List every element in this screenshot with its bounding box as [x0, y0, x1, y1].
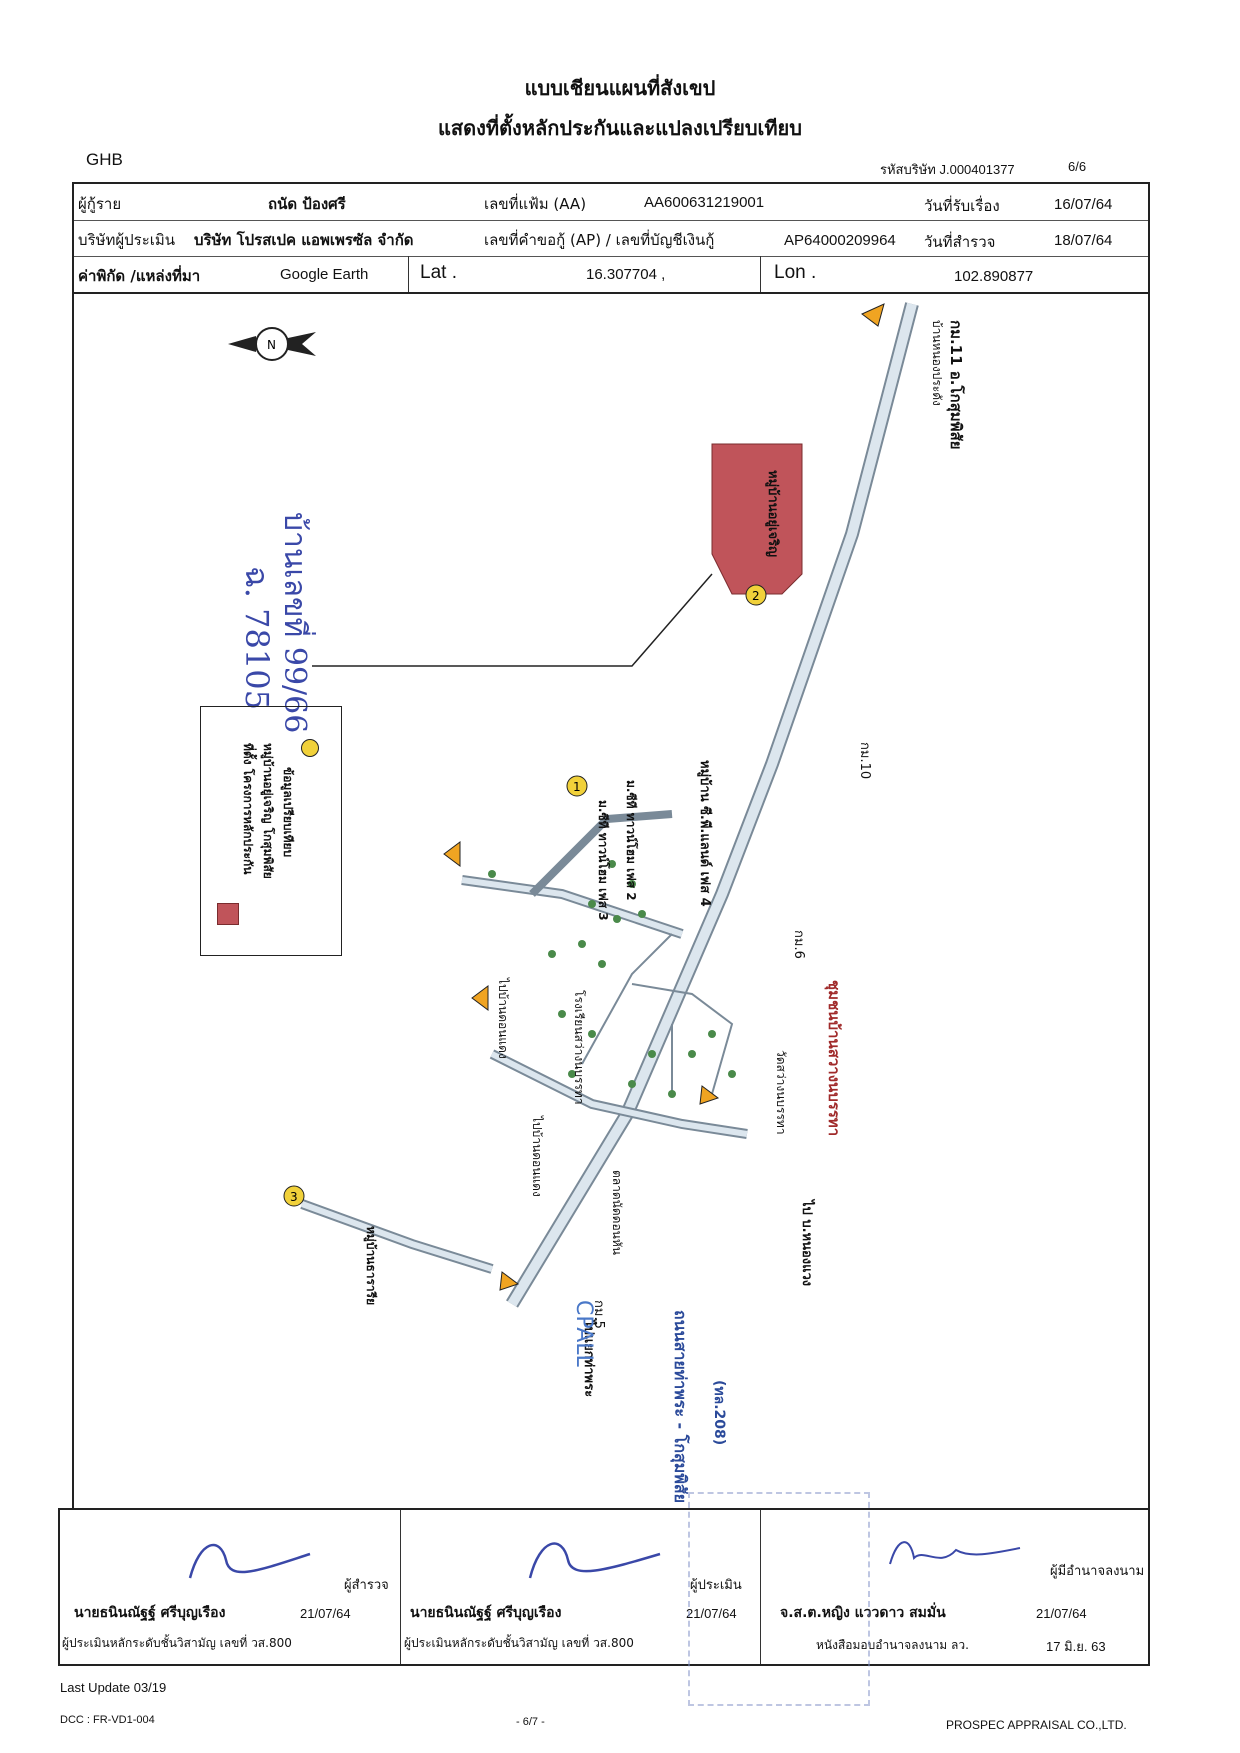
authorized-role: ผู้มีอำนาจลงนาม	[1050, 1563, 1145, 1578]
cpall-logo: CPALL	[571, 1300, 596, 1367]
svg-text:1: 1	[573, 780, 581, 794]
label-nongbua-school: บ้านหนองประดัง	[930, 320, 944, 406]
map-drawing: 2 1 3 N	[228, 302, 919, 1308]
appraiser-date: 21/07/64	[686, 1606, 737, 1621]
legend-collateral-name: หมู่บ้านอยู่เจริญ โกสุมพิสัย	[261, 743, 275, 879]
arrow-kosumphisai	[861, 303, 885, 327]
arrow-donkaeng2	[471, 985, 489, 1011]
lon-label: Lon .	[774, 262, 817, 283]
signature-surveyor	[188, 1543, 311, 1579]
pointer-line	[312, 573, 713, 667]
last-update: Last Update 03/19	[60, 1680, 167, 1695]
doc-title: แบบเชียนแผนที่สังเขป	[524, 76, 716, 100]
label-km11: กม.11 อ.โกสุมพิสัย	[947, 320, 965, 450]
arrow-nongwaeng	[699, 1085, 720, 1105]
company-footer: PROSPEC APPRAISAL CO.,LTD.	[946, 1718, 1127, 1732]
file-no-label: เลขที่แฟ้ม (AA)	[484, 195, 587, 213]
surveyor-date: 21/07/64	[300, 1606, 351, 1621]
survey-date: 18/07/64	[1054, 232, 1113, 249]
received-date: 16/07/64	[1054, 196, 1113, 213]
borrower-label: ผู้กู้ราย	[78, 195, 122, 213]
label-school: โรงเรียนสว่างนบรรทา	[572, 990, 586, 1105]
arrow-donkaeng1	[443, 841, 461, 867]
label-to-nongwaeng: ไป บ.หนองแวง	[799, 1200, 814, 1287]
appraiser-name: บริษัท โปรสเปค แอพเพรซัล จำกัด	[194, 231, 414, 249]
label-km6: กม.6	[791, 930, 806, 959]
label-district: ชุมชนบ้านสวางนบรรทา	[825, 980, 843, 1137]
authorized-date: 21/07/64	[1036, 1606, 1087, 1621]
legend-swatch-collateral	[217, 903, 239, 925]
svg-text:3: 3	[290, 1190, 298, 1204]
compass: N	[228, 327, 316, 361]
doc-code: DCC : FR-VD1-004	[60, 1714, 155, 1726]
label-road-name: ถนนสายท่าพระ - โกสุมพิสัย	[671, 1310, 690, 1504]
marker-1: 1	[566, 775, 588, 797]
info-table: ผู้กู้ราย ถนัด ป้องศรี เลขที่แฟ้ม (AA) A…	[72, 182, 1150, 294]
loan-no: AP64000209964	[784, 232, 896, 249]
legend-compare: ข้อมูลเปรียบเทียบ	[281, 767, 295, 858]
label-road-code: (ทล.208)	[711, 1380, 727, 1446]
handwritten-house: บ้านเลขที่ 99/66	[277, 512, 312, 734]
legend-swatch-compare	[301, 739, 319, 757]
page-number: - 6/7 -	[516, 1716, 545, 1728]
authorized-note: หนังสือมอบอำนาจลงนาม ลว.	[816, 1638, 969, 1652]
lat-value: 16.307704 ,	[586, 266, 666, 283]
authorized-note-date: 17 มิ.ย. 63	[1046, 1639, 1106, 1654]
signature-authorized	[889, 1541, 1021, 1565]
surveyor-role: ผู้สำรวจ	[344, 1577, 389, 1592]
company-code: รหัสบริษัท J.000401377	[880, 162, 1015, 177]
loan-no-label: เลขที่คำขอกู้ (AP) / เลขที่บัญชีเงินกู้	[484, 231, 715, 249]
legend-collateral: ที่ตั้ง โครงการหลักประกัน	[241, 743, 255, 875]
svg-text:N: N	[267, 338, 276, 352]
label-to-donkaeng1: ไปบ้านดอนแดง	[496, 978, 510, 1059]
signature-table: ผู้สำรวจ นายธนินณัฐฐ์ ศรีบุญเรือง 21/07/…	[58, 1508, 1150, 1666]
org-code: GHB	[86, 150, 123, 169]
appraiser-role: ผู้ประเมิน	[690, 1577, 742, 1592]
appraiser-name-sign: นายธนินณัฐฐ์ ศรีบุญเรือง	[410, 1605, 562, 1621]
appraiser-license: ผู้ประเมินหลักระดับชั้นวิสามัญ เลขที่ วส…	[404, 1636, 634, 1650]
label-ct-phase2: ม.ซีที ทาวน์โฮม เฟส 2	[624, 780, 638, 901]
arrow-thaphra	[499, 1271, 520, 1291]
page-of: 6/6	[1068, 159, 1087, 174]
marker-3: 3	[283, 1185, 305, 1207]
label-ct-phase3: ม.ซีที ทาวน์โฮม เฟส 3	[596, 800, 610, 921]
coord-label: ค่าพิกัด /แหล่งที่มา	[78, 267, 201, 285]
authorized-name: จ.ส.ต.หญิง แววดาว สมมั่น	[780, 1605, 946, 1621]
label-km10: กม.10	[857, 742, 872, 780]
received-label: วันที่รับเรื่อง	[924, 197, 1000, 215]
appraiser-label: บริษัทผู้ประเมิน	[78, 231, 176, 249]
legend: ที่ตั้ง โครงการหลักประกัน หมู่บ้านอยู่เจ…	[200, 706, 342, 956]
surveyor-name: นายธนินณัฐฐ์ ศรีบุญเรือง	[74, 1605, 226, 1621]
coord-source: Google Earth	[280, 266, 369, 283]
file-no: AA600631219001	[644, 194, 765, 211]
borrower-name: ถนัด ป้องศรี	[268, 195, 346, 213]
lon-value: 102.890877	[954, 268, 1034, 285]
label-village3: หมู่บ้านธารารีย	[364, 1226, 378, 1306]
label-phase4: หมู่บ้าน ซี.พี.แลนด์ เฟส 4	[697, 760, 712, 907]
label-market: ตลาดนัดดอนหัน	[610, 1170, 624, 1255]
surveyor-license: ผู้ประเมินหลักระดับชั้นวิสามัญ เลขที่ วส…	[62, 1636, 292, 1650]
company-stamp	[688, 1492, 870, 1706]
signature-appraiser	[528, 1542, 661, 1579]
collateral-polygon	[711, 443, 803, 595]
label-temple: วัดสว่างนบรรทา	[774, 1050, 788, 1135]
doc-subtitle: แสดงที่ตั้งหลักประกันและแปลงเปรียบเทียบ	[438, 116, 802, 140]
marker-2: 2	[745, 584, 767, 606]
lat-label: Lat .	[420, 262, 457, 283]
label-to-donkaeng2: ไปบ้านดอนแดง	[530, 1116, 544, 1197]
label-project: หมู่บ้านอยู่เจริญ	[765, 470, 780, 558]
survey-label: วันที่สำรวจ	[924, 233, 996, 251]
svg-text:2: 2	[752, 589, 760, 603]
